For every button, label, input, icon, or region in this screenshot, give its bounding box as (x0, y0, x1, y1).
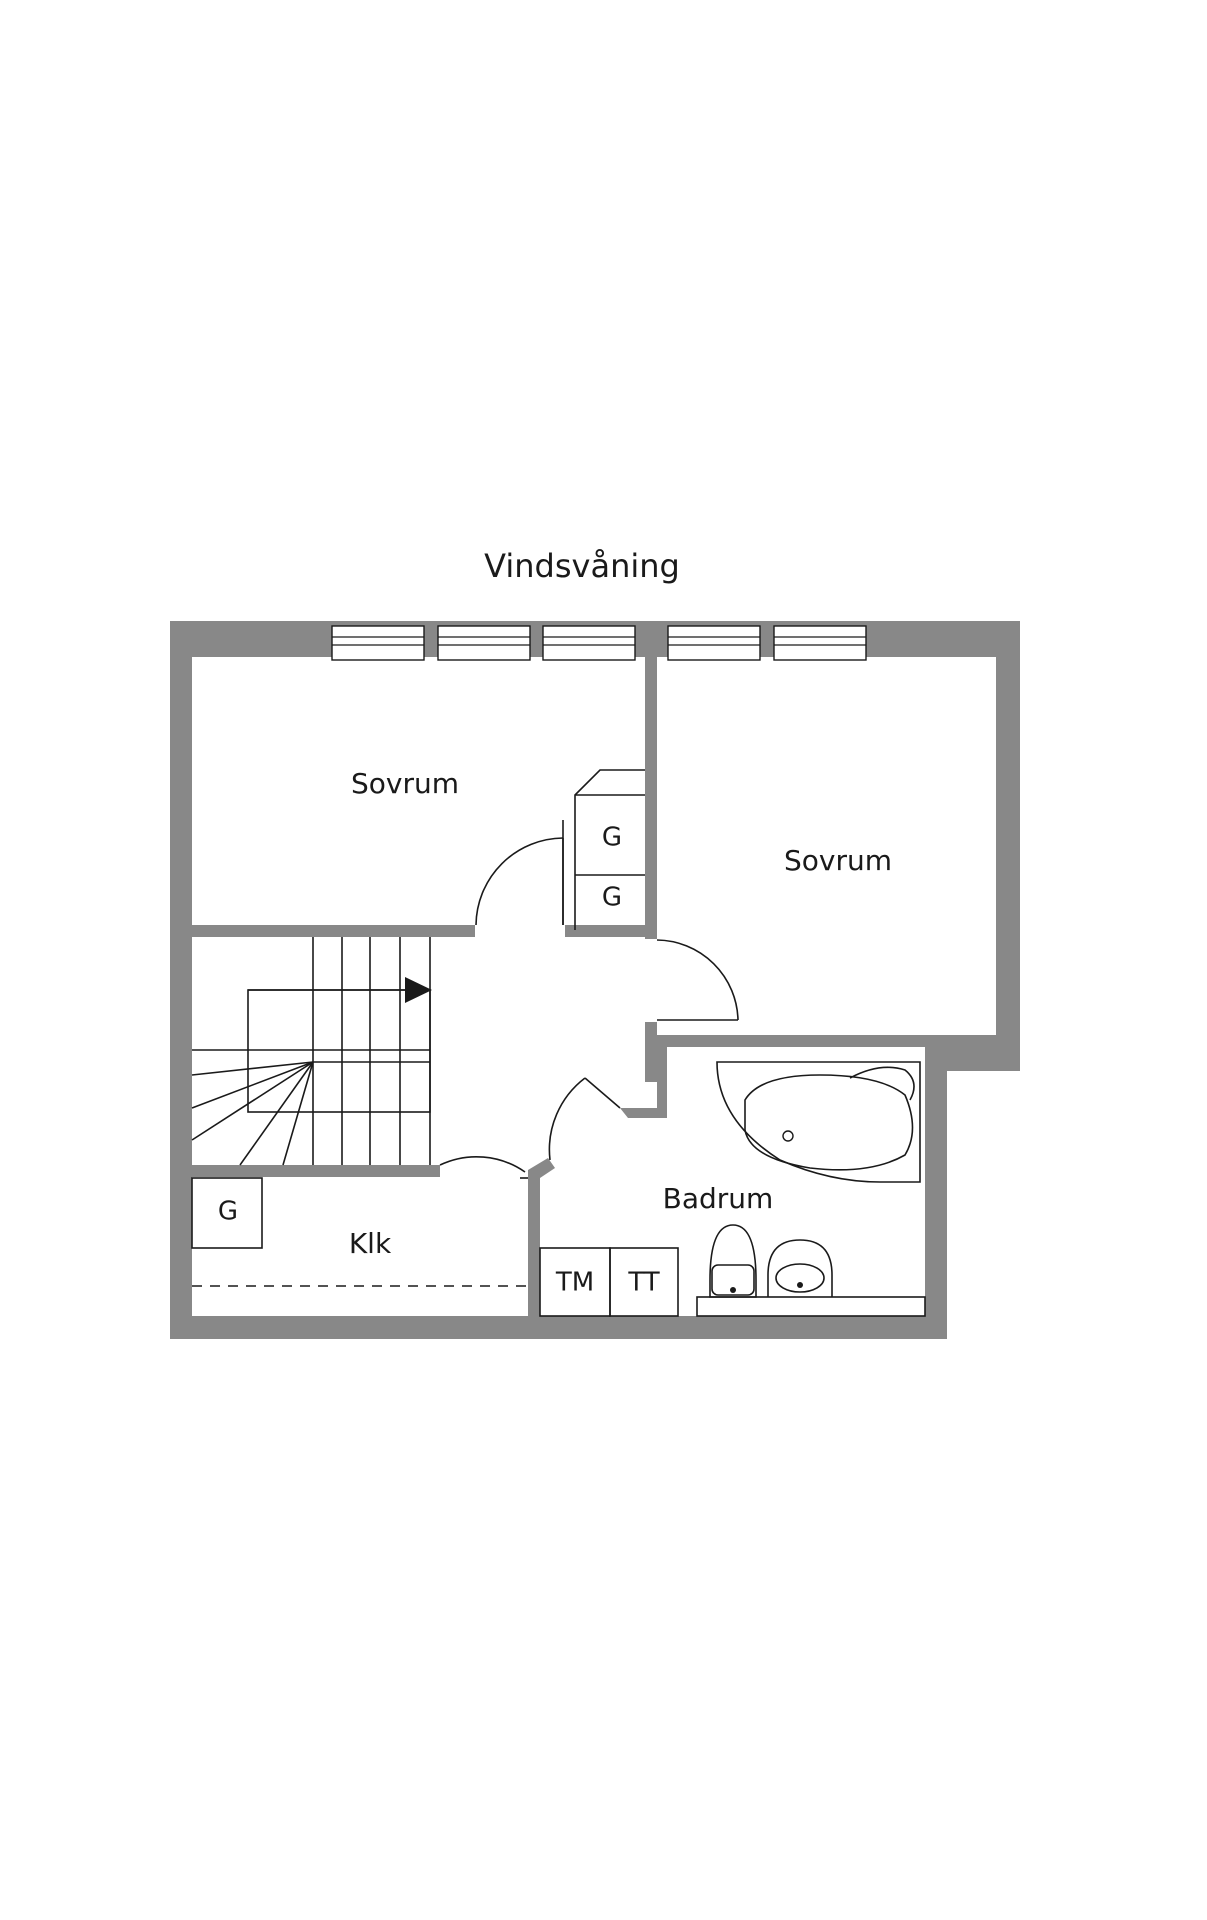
plan-title: Vindsvåning (484, 547, 680, 585)
window-1 (331, 625, 425, 661)
outer-walls (170, 621, 1020, 1339)
closet-fixtures (191, 1177, 528, 1287)
window-2 (437, 625, 531, 661)
window-5 (773, 625, 867, 661)
interior-walls (192, 657, 996, 1318)
room-label-bedroom-right: Sovrum (784, 844, 892, 877)
window-3 (542, 625, 636, 661)
staircase (191, 937, 432, 1166)
wardrobe-label-1: G (602, 823, 622, 853)
window-4 (667, 625, 761, 661)
wardrobe-label-2: G (602, 883, 622, 913)
room-label-bedroom-left: Sovrum (351, 767, 459, 800)
bathroom-fixtures (539, 1061, 926, 1317)
tumble-dryer-label: TT (627, 1268, 659, 1298)
doors (439, 837, 739, 1179)
room-label-bathroom: Badrum (663, 1182, 774, 1215)
room-label-closet: Klk (349, 1227, 392, 1260)
wardrobe-label-3: G (218, 1197, 238, 1227)
washing-machine-label: TM (555, 1268, 594, 1298)
windows (331, 625, 867, 661)
